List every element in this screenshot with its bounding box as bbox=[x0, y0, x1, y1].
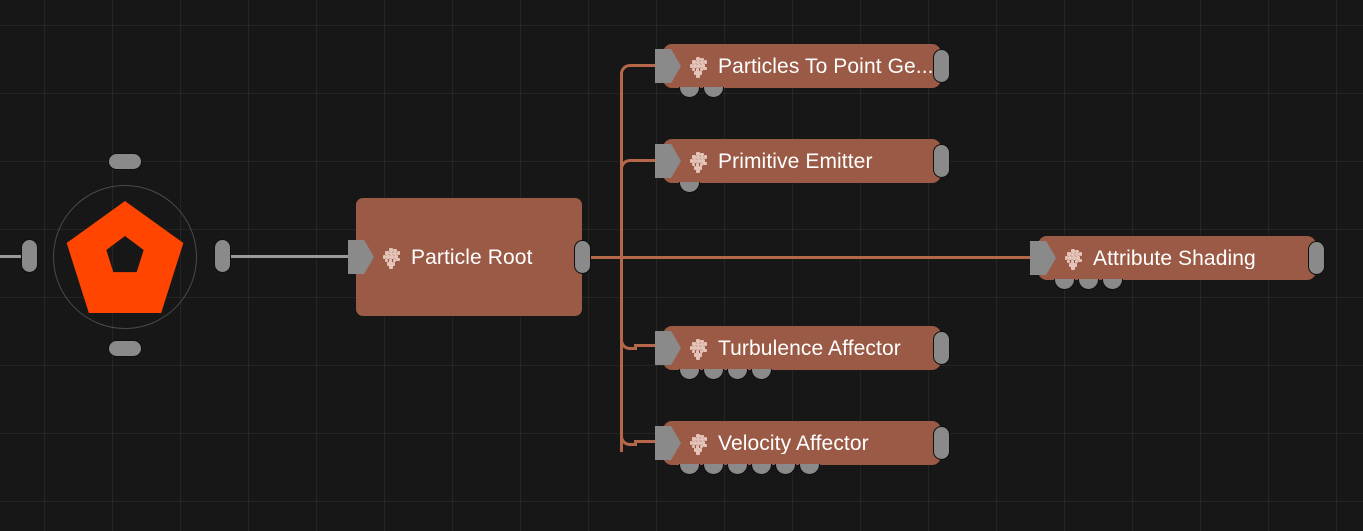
wire-branch-attribute-shading bbox=[620, 256, 1036, 259]
node-particles-to-point-generator-bottom-port[interactable] bbox=[679, 87, 700, 98]
node-particle-root-output-port[interactable] bbox=[574, 240, 591, 274]
logo-node-output-port[interactable] bbox=[214, 239, 231, 273]
wire-logo-output-to-particle-root bbox=[228, 255, 360, 258]
node-primitive-emitter-output-port[interactable] bbox=[933, 144, 950, 178]
node-velocity-affector-output-port[interactable] bbox=[933, 426, 950, 460]
node-attribute-shading-bottom-port[interactable] bbox=[1054, 279, 1075, 290]
wire-corner-velocity-affector bbox=[620, 429, 637, 446]
node-primitive-emitter[interactable]: Primitive Emitter bbox=[663, 139, 941, 183]
node-velocity-affector-bottom-port[interactable] bbox=[775, 464, 796, 475]
wire-corner-particles-to-point bbox=[620, 64, 637, 81]
node-attribute-shading-bottom-port[interactable] bbox=[1078, 279, 1099, 290]
node-label-velocity-affector: Velocity Affector bbox=[718, 432, 869, 454]
node-velocity-affector-bottom-port[interactable] bbox=[679, 464, 700, 475]
particles-icon bbox=[689, 152, 708, 173]
node-velocity-affector-bottom-port[interactable] bbox=[799, 464, 820, 475]
node-velocity-affector-bottom-port[interactable] bbox=[703, 464, 724, 475]
wire-trunk-vertical bbox=[620, 72, 623, 452]
node-turbulence-affector-output-port[interactable] bbox=[933, 331, 950, 365]
node-label-attribute-shading: Attribute Shading bbox=[1093, 247, 1256, 269]
node-turbulence-affector-bottom-port[interactable] bbox=[703, 369, 724, 380]
node-attribute-shading[interactable]: Attribute Shading bbox=[1038, 236, 1316, 280]
node-particles-to-point-generator-bottom-port[interactable] bbox=[703, 87, 724, 98]
node-velocity-affector-bottom-port[interactable] bbox=[727, 464, 748, 475]
node-velocity-affector[interactable]: Velocity Affector bbox=[663, 421, 941, 465]
wire-trunk-out bbox=[590, 256, 632, 259]
node-attribute-shading-output-port[interactable] bbox=[1308, 241, 1325, 275]
node-label-turbulence-affector: Turbulence Affector bbox=[718, 337, 901, 359]
logo-node-input-port[interactable] bbox=[21, 239, 38, 273]
particles-icon bbox=[1064, 249, 1083, 270]
node-turbulence-affector-bottom-port[interactable] bbox=[727, 369, 748, 380]
node-velocity-affector-bottom-port[interactable] bbox=[751, 464, 772, 475]
logo-node[interactable] bbox=[53, 185, 197, 329]
node-attribute-shading-bottom-port[interactable] bbox=[1102, 279, 1123, 290]
logo-node-bottom-port[interactable] bbox=[108, 340, 142, 357]
node-label-particle-root: Particle Root bbox=[411, 246, 533, 268]
node-label-particles-to-point-generator: Particles To Point Ge... bbox=[718, 55, 934, 77]
node-turbulence-affector-bottom-port[interactable] bbox=[751, 369, 772, 380]
node-label-primitive-emitter: Primitive Emitter bbox=[718, 150, 873, 172]
node-particle-root[interactable]: Particle Root bbox=[356, 198, 582, 316]
particles-icon bbox=[382, 248, 401, 269]
node-primitive-emitter-bottom-port[interactable] bbox=[679, 182, 700, 193]
logo-node-top-port[interactable] bbox=[108, 153, 142, 170]
node-turbulence-affector[interactable]: Turbulence Affector bbox=[663, 326, 941, 370]
wire-corner-primitive-emitter bbox=[620, 159, 637, 176]
node-particles-to-point-generator-output-port[interactable] bbox=[933, 49, 950, 83]
particles-icon bbox=[689, 434, 708, 455]
particles-icon bbox=[689, 339, 708, 360]
node-turbulence-affector-bottom-port[interactable] bbox=[679, 369, 700, 380]
star-pentagon-logo-icon bbox=[66, 201, 184, 313]
wire-corner-turbulence-affector bbox=[620, 333, 637, 350]
particles-icon bbox=[689, 57, 708, 78]
node-particles-to-point-generator[interactable]: Particles To Point Ge... bbox=[663, 44, 941, 88]
